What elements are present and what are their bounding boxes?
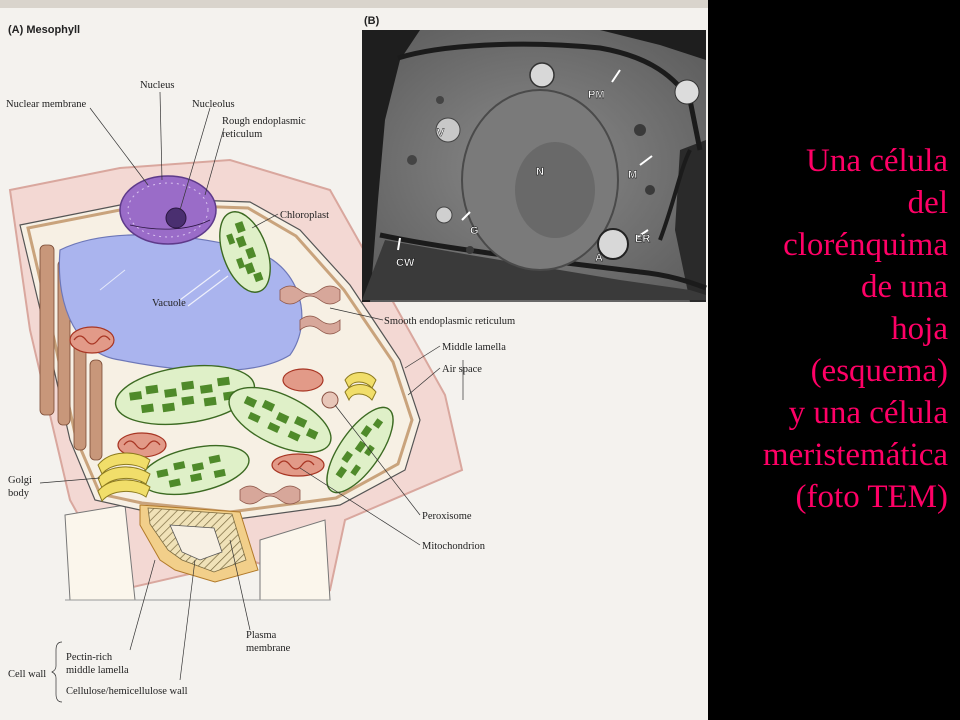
smooth-er bbox=[239, 285, 341, 505]
label-pectin-line1: Pectin-rich bbox=[66, 652, 113, 663]
label-peroxisome: Peroxisome bbox=[422, 511, 472, 522]
label-mitochondrion: Mitochondrion bbox=[422, 541, 486, 552]
label-rough-er-line1: Rough endoplasmic bbox=[222, 116, 306, 127]
caption-line: y una célula bbox=[788, 395, 948, 431]
label-nucleolus: Nucleolus bbox=[192, 99, 235, 110]
label-plasma-membrane-line2: membrane bbox=[246, 643, 291, 654]
tem-label-n: N bbox=[536, 166, 544, 178]
caption-line: (esquema) bbox=[810, 353, 948, 389]
caption-line: de una bbox=[860, 269, 948, 305]
label-smooth-er: Smooth endoplasmic reticulum bbox=[384, 316, 515, 327]
caption-line: (foto TEM) bbox=[795, 479, 948, 515]
slide-caption: Una célula del clorénquima de una hoja (… bbox=[708, 140, 948, 518]
nucleus bbox=[119, 175, 217, 245]
lower-cell bbox=[64, 504, 331, 601]
label-nuclear-membrane: Nuclear membrane bbox=[6, 99, 87, 110]
leader-lines bbox=[39, 91, 464, 703]
caption-line: Una célula bbox=[805, 143, 948, 179]
caption-line: hoja bbox=[891, 311, 948, 347]
cell-wall-cutaway bbox=[139, 504, 259, 583]
tem-label-m: M bbox=[628, 169, 637, 181]
label-golgi-line1: Golgi bbox=[8, 475, 32, 486]
label-vacuole: Vacuole bbox=[152, 298, 186, 309]
tem-label-g: G bbox=[470, 225, 479, 237]
panel-a-title: (A) Mesophyll bbox=[8, 24, 80, 36]
label-golgi-line2: body bbox=[8, 488, 30, 499]
tem-label-v: V bbox=[437, 127, 445, 139]
golgi-body-right bbox=[344, 372, 377, 402]
tem-label-cw: CW bbox=[396, 257, 415, 269]
label-pectin-line2: middle lamella bbox=[66, 665, 129, 676]
label-middle-lamella: Middle lamella bbox=[442, 342, 506, 353]
tem-label-pm: PM bbox=[588, 89, 605, 101]
golgi-body-left bbox=[97, 452, 151, 502]
label-air-space: Air space bbox=[442, 364, 482, 375]
label-nucleus: Nucleus bbox=[140, 80, 174, 91]
tem-label-a: A bbox=[595, 252, 603, 264]
figure-panel: (A) Mesophyll Vacuole bbox=[0, 0, 708, 720]
caption-line: meristemática bbox=[762, 437, 948, 473]
cell-diagram: (A) Mesophyll Vacuole bbox=[0, 0, 708, 703]
caption-line: del bbox=[907, 185, 948, 221]
caption-line: clorénquima bbox=[783, 227, 948, 263]
tem-micrograph bbox=[362, 30, 707, 302]
mitochondria bbox=[69, 326, 325, 477]
label-cellulose-wall: Cellulose/hemicellulose wall bbox=[66, 686, 188, 697]
label-cell-wall: Cell wall bbox=[8, 669, 46, 680]
label-plasma-membrane-line1: Plasma bbox=[246, 630, 277, 641]
label-rough-er-line2: reticulum bbox=[222, 129, 262, 140]
peroxisome bbox=[321, 391, 339, 409]
panel-b-title: (B) bbox=[364, 15, 380, 27]
tem-label-er: ER bbox=[635, 233, 650, 245]
chloroplasts bbox=[114, 211, 394, 496]
label-chloroplast: Chloroplast bbox=[280, 210, 329, 221]
